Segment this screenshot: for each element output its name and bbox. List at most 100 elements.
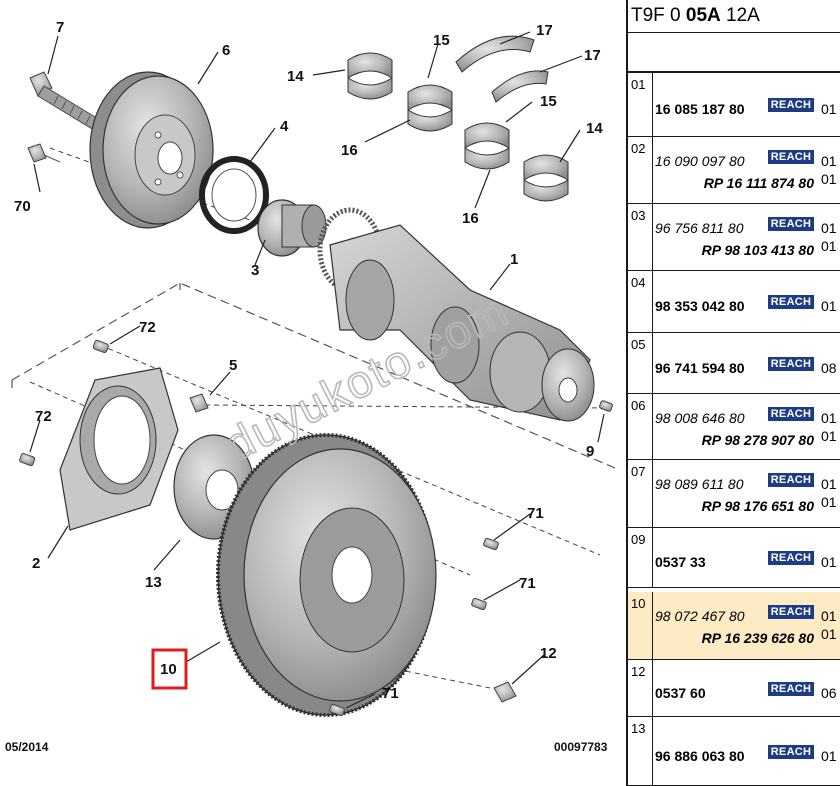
quantity: 01 (821, 608, 837, 624)
crankshaft (317, 207, 595, 422)
reach-badge: REACH (768, 357, 814, 371)
quantity-secondary: 01 (821, 494, 837, 510)
part-reference[interactable]: 96 756 811 80 (655, 220, 744, 236)
position-number: 06 (628, 394, 653, 459)
pulley-dowel-pin (27, 143, 61, 163)
quantity: 01 (821, 410, 837, 426)
position-number: 13 (628, 717, 653, 785)
callout-7[interactable]: 7 (56, 19, 64, 36)
part-reference[interactable]: 16 085 187 80 (655, 101, 745, 117)
part-reference[interactable]: 98 008 646 80 (655, 410, 745, 426)
callout-16[interactable]: 16 (341, 142, 358, 159)
reach-badge: REACH (768, 473, 814, 487)
quantity-secondary: 01 (821, 238, 837, 254)
quantity: 01 (821, 554, 837, 570)
part-reference[interactable]: 98 353 042 80 (655, 298, 745, 314)
drawing-number: 00097783 (554, 740, 608, 754)
callout-71[interactable]: 71 (382, 685, 399, 702)
callout-15[interactable]: 15 (540, 93, 557, 110)
quantity: 01 (821, 748, 837, 764)
position-number: 05 (628, 333, 653, 393)
front-oil-seal (199, 156, 269, 234)
callout-71[interactable]: 71 (519, 575, 536, 592)
engine-ref-bold: 05A (685, 5, 721, 26)
reach-badge: REACH (768, 217, 814, 231)
part-reference[interactable]: 96 741 594 80 (655, 360, 745, 376)
quantity-secondary: 01 (821, 626, 837, 642)
selected-callout-box (151, 648, 188, 690)
main-bearing-shells (347, 35, 569, 202)
crankshaft-pulley (89, 71, 214, 229)
assembly-dashed-outline (11, 282, 616, 469)
replacement-reference[interactable]: RP 98 278 907 80 (701, 432, 814, 448)
timing-sprocket (257, 199, 327, 257)
callout-72[interactable]: 72 (35, 408, 52, 425)
reach-badge: REACH (768, 407, 814, 421)
position-number: 07 (628, 460, 653, 527)
reach-badge: REACH (768, 295, 814, 309)
quantity: 01 (821, 220, 837, 236)
position-number: 02 (628, 137, 653, 203)
quantity: 06 (821, 685, 837, 701)
callout-10[interactable]: 10 (160, 661, 177, 678)
engine-ref-prefix: T9F 0 (631, 5, 686, 26)
callout-17[interactable]: 17 (536, 22, 553, 39)
callout-17[interactable]: 17 (584, 47, 601, 64)
callout-2[interactable]: 2 (32, 555, 40, 572)
callout-5[interactable]: 5 (229, 357, 237, 374)
reach-badge: REACH (768, 745, 814, 759)
reach-badge: REACH (768, 605, 814, 619)
engine-parts-drawing: duyukoto.com (11, 19, 616, 717)
callout-3[interactable]: 3 (251, 262, 259, 279)
reach-badge: REACH (768, 551, 814, 565)
callout-16[interactable]: 16 (462, 210, 479, 227)
quantity: 01 (821, 298, 837, 314)
callout-4[interactable]: 4 (280, 118, 289, 135)
callout-72[interactable]: 72 (139, 319, 156, 336)
rear-seal-housing (59, 367, 179, 531)
part-reference[interactable]: 16 090 097 80 (655, 153, 745, 169)
callout-labels: 7 6 4 70 3 14 15 17 17 15 14 16 16 1 72 5 72 2 13 71 71 9 10 12… (14, 19, 603, 702)
part-reference[interactable]: 98 089 611 80 (655, 476, 744, 492)
callout-70[interactable]: 70 (14, 198, 31, 215)
callout-1[interactable]: 1 (510, 251, 518, 268)
callout-6[interactable]: 6 (222, 42, 230, 59)
callout-71[interactable]: 71 (527, 505, 544, 522)
quantity-secondary: 01 (821, 428, 837, 444)
replacement-reference[interactable]: RP 98 176 651 80 (701, 498, 814, 514)
callout-13[interactable]: 13 (145, 574, 162, 591)
drawing-date: 05/2014 (5, 740, 49, 754)
reach-badge: REACH (768, 682, 814, 696)
dowel-pins-72 (19, 339, 109, 467)
part-reference[interactable]: 0537 60 (655, 685, 706, 701)
part-reference[interactable]: 98 072 467 80 (655, 608, 745, 624)
callout-14[interactable]: 14 (287, 68, 304, 85)
callout-leaders (29, 31, 605, 709)
engine-ref-suffix: 12A (720, 5, 760, 26)
position-number: 01 (628, 73, 653, 136)
replacement-reference[interactable]: RP 16 111 874 80 (703, 175, 814, 191)
callout-14[interactable]: 14 (586, 120, 603, 137)
quantity: 01 (821, 153, 837, 169)
callout-15[interactable]: 15 (433, 32, 450, 49)
replacement-reference[interactable]: RP 98 103 413 80 (701, 242, 814, 258)
callout-9[interactable]: 9 (586, 443, 594, 460)
replacement-reference[interactable]: RP 16 239 626 80 (701, 630, 814, 646)
position-number: 12 (628, 660, 653, 716)
part-reference[interactable]: 0537 33 (655, 554, 706, 570)
quantity-secondary: 01 (821, 171, 837, 187)
part-reference[interactable]: 96 886 063 80 (655, 748, 745, 764)
exploded-diagram: duyukoto.com (5, 19, 616, 754)
callout-12[interactable]: 12 (540, 645, 557, 662)
